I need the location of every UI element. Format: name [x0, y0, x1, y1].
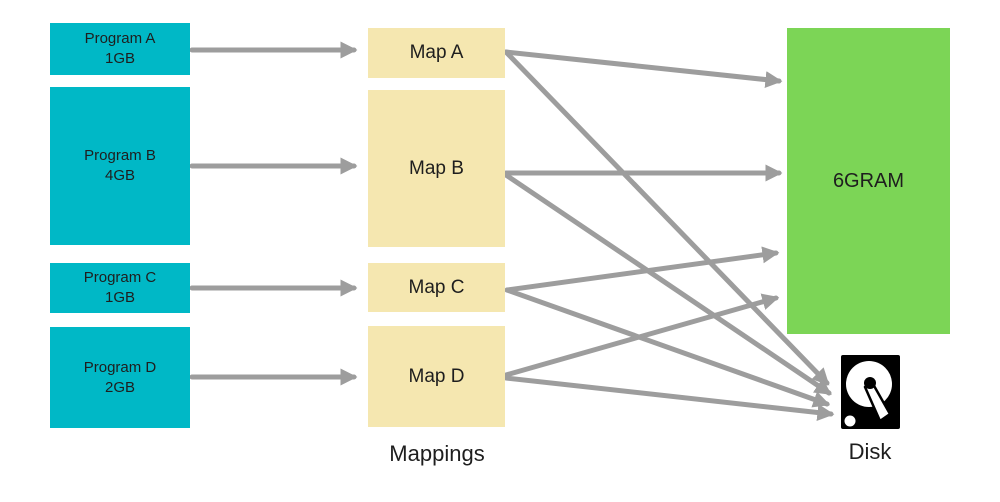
arrow-map-b-to-disk — [503, 172, 832, 396]
map-d-box: Map D — [368, 326, 505, 427]
map-d-label: Map D — [408, 365, 465, 387]
program-c-box: Program C 1GB — [50, 263, 190, 313]
arrow-map-a-to-ram — [503, 49, 783, 89]
map-c-box: Map C — [368, 263, 505, 312]
mappings-caption: Mappings — [389, 441, 485, 466]
program-a-name: Program A — [84, 30, 156, 47]
hard-disk-icon — [841, 355, 900, 429]
arrow-map-c-to-ram — [504, 246, 780, 293]
map-a-label: Map A — [409, 42, 464, 63]
map-b-label: Map B — [409, 157, 464, 179]
program-b-name: Program B — [84, 147, 156, 164]
program-c-name: Program C — [83, 269, 157, 286]
program-d-box: Program D 2GB — [50, 327, 190, 428]
program-a-size: 1GB — [104, 50, 135, 67]
program-d-size: 2GB — [104, 378, 135, 396]
ram-box: 6GRAM — [787, 28, 950, 334]
map-c-label: Map C — [408, 276, 465, 298]
program-a-box: Program A 1GB — [50, 23, 190, 75]
program-c-size: 1GB — [104, 289, 135, 306]
program-b-box: Program B 4GB — [50, 87, 190, 245]
arrow-map-a-to-disk — [503, 49, 830, 386]
arrow-map-d-to-disk — [503, 375, 835, 421]
program-d-name: Program D — [83, 358, 157, 376]
arrow-map-c-to-disk — [504, 287, 831, 408]
program-b-size: 4GB — [104, 167, 135, 184]
map-a-box: Map A — [368, 28, 505, 78]
disk-caption: Disk — [848, 439, 892, 464]
map-b-box: Map B — [368, 90, 505, 247]
ram-label: 6GRAM — [832, 169, 905, 192]
